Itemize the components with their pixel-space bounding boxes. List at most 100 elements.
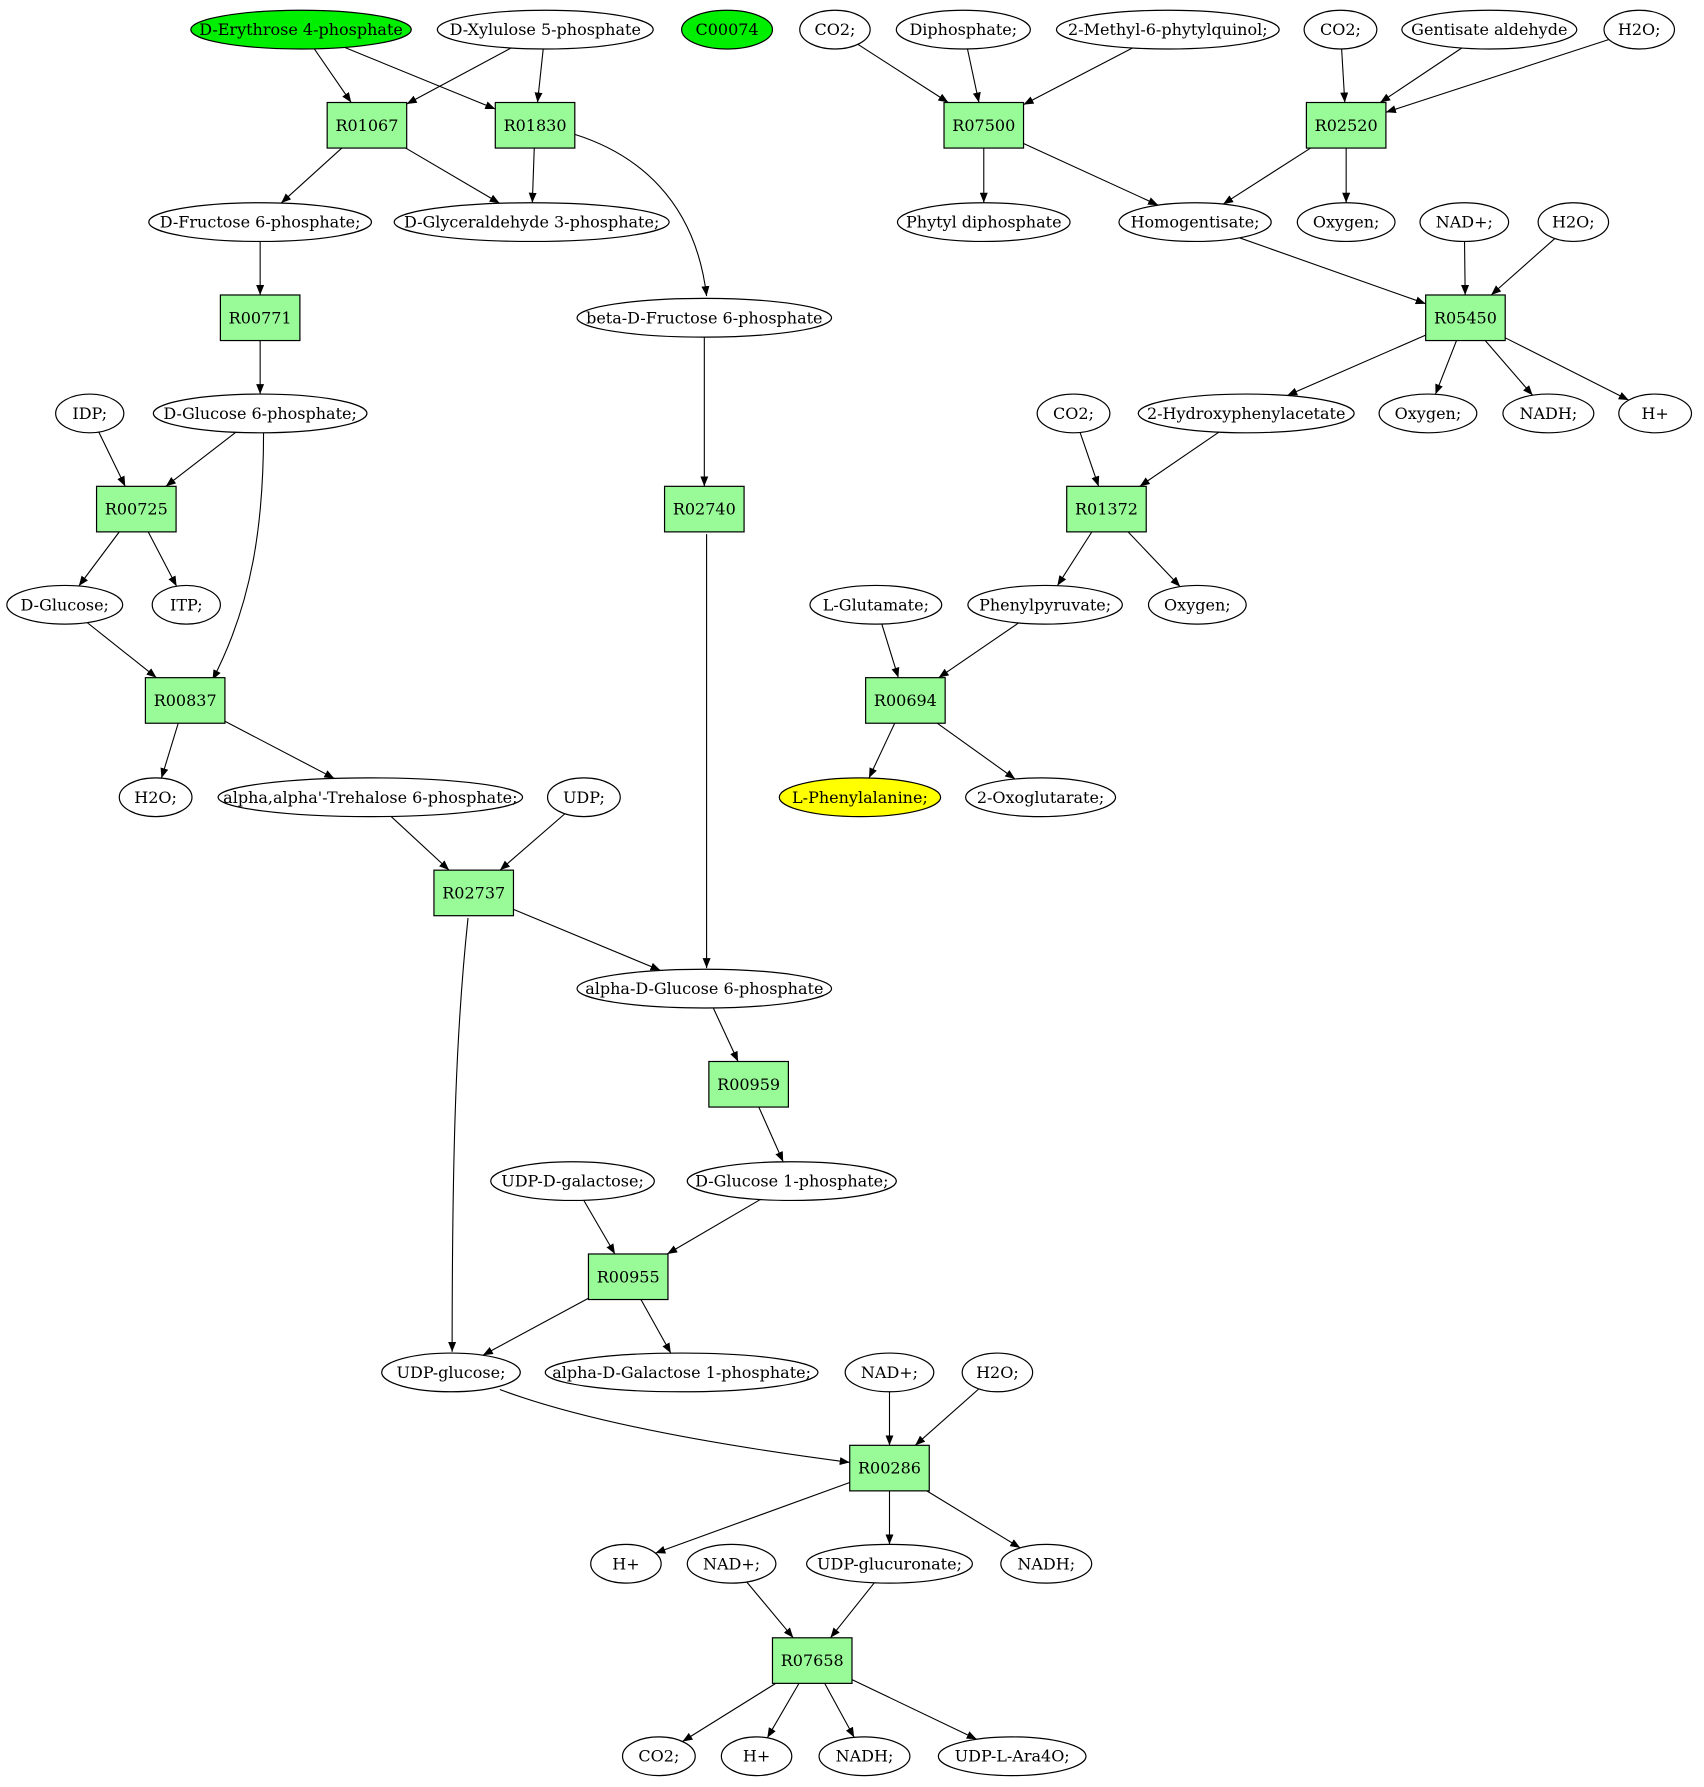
edge-line — [936, 722, 1016, 780]
edge-r_07500-to-c_homog — [1023, 143, 1159, 206]
compound-node-c-itp: ITP; — [151, 584, 221, 625]
compound-ellipse — [778, 777, 942, 818]
edge-line — [824, 1683, 855, 1738]
reaction-node-r-00725: R00725 — [95, 485, 177, 533]
edge-line — [405, 147, 500, 204]
node-label: Oxygen; — [1164, 595, 1231, 614]
compound-ellipse — [961, 1352, 1034, 1393]
node-label: C00074 — [695, 20, 758, 39]
edge-curve — [448, 917, 469, 1352]
reaction-node-r-00837: R00837 — [144, 677, 226, 724]
edge-line — [165, 431, 237, 487]
compound-node-c-nadh-b: NADH; — [1000, 1543, 1093, 1584]
compound-ellipse — [967, 584, 1123, 625]
compound-ellipse — [720, 1736, 793, 1777]
compound-node-c-g6p: D-Glucose 6-phosphate; — [152, 393, 368, 434]
edge-r_02520-to-c_homog — [1222, 147, 1311, 205]
compound-ellipse — [1296, 202, 1396, 243]
compound-node-c-hp-c: H+ — [720, 1736, 793, 1777]
node-label: L-Glutamate; — [823, 595, 929, 614]
reaction-box — [219, 294, 301, 342]
reaction-node-r-07658: R07658 — [771, 1637, 853, 1684]
compound-node-c-t6p: alpha,alpha'-Trehalose 6-phosphate; — [217, 777, 524, 818]
edge-line — [313, 48, 352, 103]
node-label: R02740 — [673, 500, 736, 519]
edge-line — [1379, 47, 1463, 103]
edge-r_01372-to-c_ppyr — [1056, 531, 1093, 586]
compound-node-c-hp-a: H+ — [1618, 393, 1693, 434]
edge-r_00837-to-c_t6p — [224, 720, 335, 779]
compound-node-c-h2o-d: H2O; — [961, 1352, 1034, 1393]
compound-node-c-oxy-a: Oxygen; — [1296, 202, 1396, 243]
compound-node-c-udpglcA: UDP-glucuronate; — [805, 1543, 974, 1584]
reaction-box — [144, 677, 226, 724]
edge-c_h2o_a-to-r_02520 — [1385, 38, 1610, 114]
reaction-node-r-00694: R00694 — [865, 677, 946, 724]
node-label: Homogentisate; — [1131, 213, 1260, 232]
edge-line — [938, 622, 1019, 679]
compound-ellipse — [680, 9, 774, 50]
compound-ellipse — [1055, 9, 1280, 50]
edge-c_homog-to-r_05450 — [1239, 237, 1426, 305]
reaction-node-r-07500: R07500 — [943, 101, 1025, 149]
compound-ellipse — [544, 1352, 819, 1393]
edge-line — [1490, 238, 1556, 296]
compound-node-c-gald: Gentisate aldehyde — [1401, 9, 1578, 50]
compound-node-c-f6p: D-Fructose 6-phosphate; — [148, 202, 373, 243]
compound-node-c-nad-c: NAD+; — [686, 1543, 777, 1584]
edge-r_00694-to-c_2og — [936, 722, 1016, 780]
reaction-node-r-00959: R00959 — [708, 1060, 789, 1108]
compound-ellipse — [152, 393, 368, 434]
compound-node-c-co2-b: CO2; — [1303, 9, 1378, 50]
edge-r_01830-to-c_g3p — [528, 148, 537, 203]
edge-line — [851, 1679, 977, 1740]
compound-node-c-oxy-b: Oxygen; — [1378, 393, 1478, 434]
edge-line — [406, 47, 512, 105]
edge-line — [1023, 47, 1133, 106]
compound-ellipse — [686, 1161, 897, 1202]
edge-c_idp-to-r_00725 — [98, 431, 126, 487]
edge-c_h2o_d-to-r_00286 — [914, 1388, 980, 1446]
compound-node-c-co2-a: CO2; — [799, 9, 871, 50]
edge-line — [766, 1683, 800, 1739]
compound-ellipse — [686, 1543, 777, 1584]
compound-ellipse — [1401, 9, 1578, 50]
reaction-box — [326, 101, 408, 149]
compound-node-c-c00074: C00074 — [680, 9, 774, 50]
edge-line — [746, 1581, 794, 1639]
edge-line — [1340, 48, 1349, 103]
node-label: R00694 — [874, 691, 937, 710]
node-label: Phenylpyruvate; — [979, 595, 1111, 614]
compound-node-c-x5p: D-Xylulose 5-phosphate — [436, 9, 654, 50]
reaction-box — [95, 485, 177, 533]
edge-line — [1222, 147, 1311, 205]
node-label: H+ — [1641, 404, 1668, 423]
compound-node-c-hp-b: H+ — [590, 1543, 662, 1584]
compound-ellipse — [895, 9, 1031, 50]
node-label: Phytyl diphosphate — [906, 213, 1062, 232]
compound-node-c-idp: IDP; — [55, 393, 125, 434]
node-label: R07500 — [952, 116, 1015, 135]
compound-ellipse — [217, 777, 524, 818]
node-label: NAD+; — [861, 1363, 918, 1382]
node-label: R07658 — [781, 1651, 844, 1670]
compound-node-c-g3p: D-Glyceraldehyde 3-phosphate; — [393, 202, 670, 243]
edge-c_ag6p-to-r_00959 — [712, 1007, 739, 1062]
edge-r_00286-to-c_hp_b — [655, 1482, 850, 1554]
edge-r_01067-to-c_f6p — [280, 147, 343, 204]
node-label: alpha-D-Glucose 6-phosphate — [585, 979, 823, 998]
node-label: beta-D-Fructose 6-phosphate — [586, 308, 822, 327]
node-label: D-Glucose; — [21, 595, 109, 614]
node-label: UDP; — [563, 788, 605, 807]
compound-ellipse — [381, 1352, 521, 1393]
node-label: NAD+; — [1436, 213, 1493, 232]
node-label: R00286 — [858, 1459, 921, 1478]
edge-line — [1287, 334, 1426, 397]
edge-line — [857, 43, 949, 103]
node-label: CO2; — [638, 1747, 679, 1766]
edge-line — [98, 431, 126, 487]
reaction-box — [1066, 485, 1147, 533]
compound-ellipse — [1378, 393, 1478, 434]
compound-ellipse — [805, 1543, 974, 1584]
